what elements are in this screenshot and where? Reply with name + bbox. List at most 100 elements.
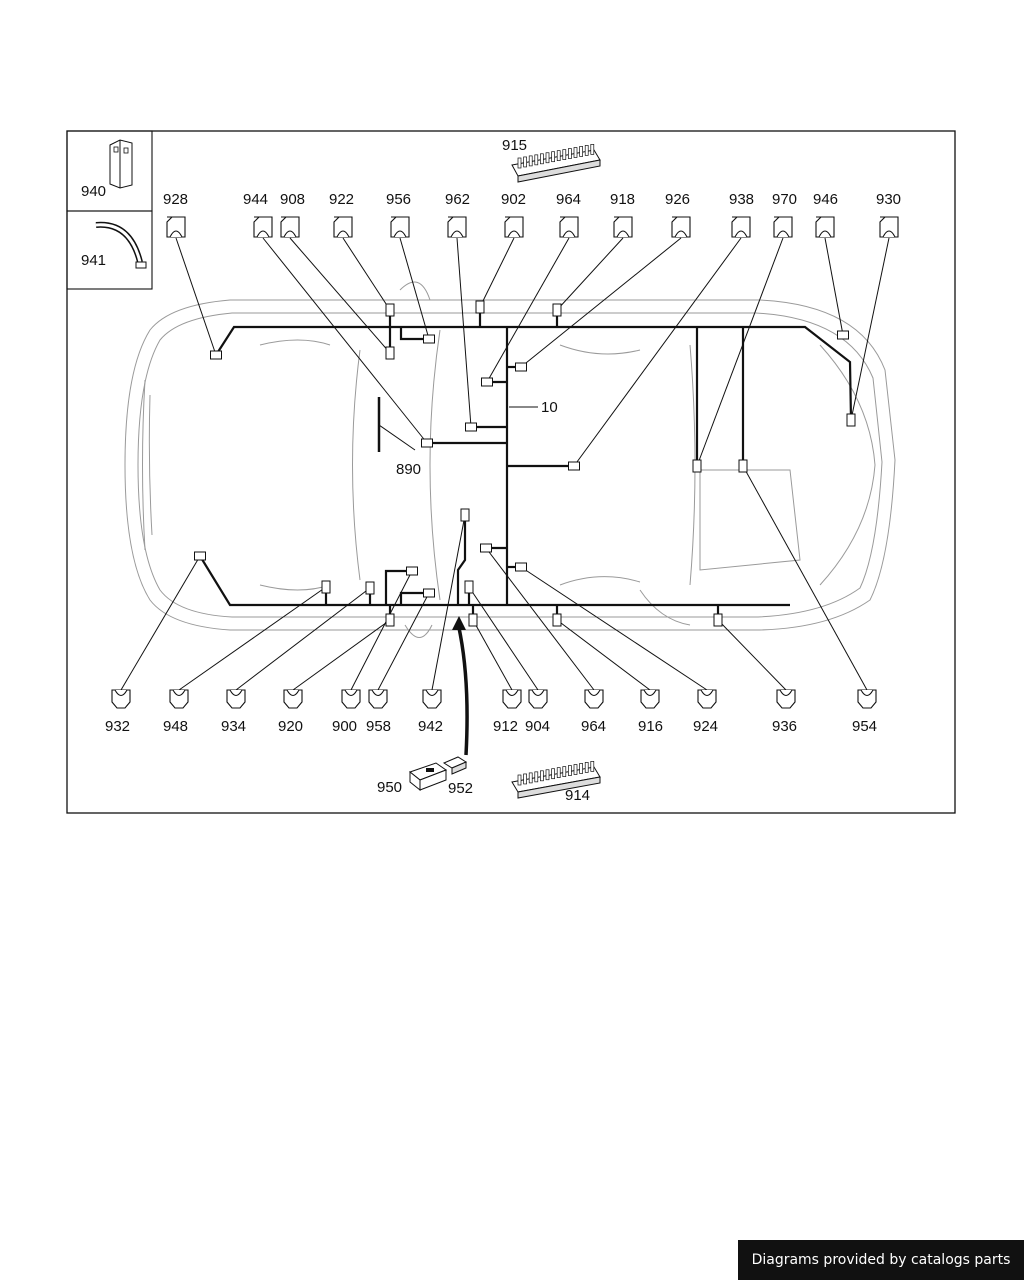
bottom-connector-964-b	[584, 689, 604, 709]
harness-plug-0	[210, 350, 222, 360]
bottom-connector-900	[341, 689, 361, 709]
top-connector-922	[333, 216, 353, 238]
top-connector-928	[166, 216, 186, 238]
harness-plug-5	[552, 303, 562, 317]
harness-plug-6	[515, 362, 527, 372]
bottom-connector-942	[422, 689, 442, 709]
bottom-connector-label-13: 954	[852, 718, 877, 735]
top-connector-970	[773, 216, 793, 238]
top-connector-label-2: 908	[280, 191, 305, 208]
top-connector-label-4: 956	[386, 191, 411, 208]
harness-label-10: 10	[541, 399, 558, 416]
bottom-connector-label-7: 912	[493, 718, 518, 735]
harness-plug-12	[738, 459, 748, 473]
top-connector-label-7: 964	[556, 191, 581, 208]
ground-label-890: 890	[396, 461, 421, 478]
harness-plug-17	[365, 581, 375, 595]
bottom-connector-label-6: 942	[418, 718, 443, 735]
bottom-connector-916	[640, 689, 660, 709]
top-connector-938	[731, 216, 751, 238]
bottom-connector-920	[283, 689, 303, 709]
bottom-connector-912	[502, 689, 522, 709]
harness-plug-22	[464, 580, 474, 594]
top-connector-row: 928 944 908 922 956 962 902 964 918 926 938 970 946 9…	[163, 191, 901, 238]
top-connector-label-8: 918	[610, 191, 635, 208]
harness-plug-8	[465, 422, 477, 432]
top-connector-962	[447, 216, 467, 238]
module-label-952: 952	[448, 780, 473, 797]
harness-plug-13	[837, 330, 849, 340]
harness-plug-27	[713, 613, 723, 627]
harness-plug-3	[423, 334, 435, 344]
harness-plug-25	[515, 562, 527, 572]
bottom-connector-934	[226, 689, 246, 709]
bottom-connector-958	[368, 689, 388, 709]
bottom-connector-label-1: 948	[163, 718, 188, 735]
bottom-connector-label-2: 934	[221, 718, 246, 735]
connector-housing-icon	[109, 139, 133, 189]
connector-strip-915-icon	[511, 144, 601, 183]
bottom-connector-label-8: 904	[525, 718, 550, 735]
leader-lines	[120, 237, 890, 691]
bottom-connector-936	[776, 689, 796, 709]
harness-plug-26	[552, 613, 562, 627]
top-connector-908	[280, 216, 300, 238]
top-connector-902	[504, 216, 524, 238]
strip-label-914: 914	[565, 787, 590, 804]
bottom-connector-954	[857, 689, 877, 709]
top-connector-label-10: 938	[729, 191, 754, 208]
harness-plug-19	[423, 588, 435, 598]
inset-label-941: 941	[81, 252, 106, 269]
bottom-connector-924	[697, 689, 717, 709]
connector-strip-914-icon	[511, 760, 601, 799]
module-label-950: 950	[377, 779, 402, 796]
top-connector-label-9: 926	[665, 191, 690, 208]
harness-plug-14	[846, 413, 856, 427]
diagram-frame	[66, 130, 956, 814]
top-connector-label-3: 922	[329, 191, 354, 208]
top-connector-label-5: 962	[445, 191, 470, 208]
harness-plug-2	[385, 346, 395, 360]
bottom-connector-label-11: 924	[693, 718, 718, 735]
top-connector-label-1: 944	[243, 191, 268, 208]
harness-plug-7	[481, 377, 493, 387]
strip-label-915: 915	[502, 137, 527, 154]
harness-plug-24	[480, 543, 492, 553]
harness-plug-9	[421, 438, 433, 448]
top-connector-label-13: 930	[876, 191, 901, 208]
harness-plug-16	[321, 580, 331, 594]
bottom-connector-label-3: 920	[278, 718, 303, 735]
top-connector-944	[253, 216, 273, 238]
inset-label-940: 940	[81, 183, 106, 200]
top-connector-label-6: 902	[501, 191, 526, 208]
ground-point-890	[377, 397, 416, 452]
top-connector-918	[613, 216, 633, 238]
bottom-connector-label-4: 900	[332, 718, 357, 735]
top-connector-label-11: 970	[772, 191, 797, 208]
bottom-connector-label-0: 932	[105, 718, 130, 735]
harness-plug-21	[460, 508, 470, 522]
bottom-connector-948	[169, 689, 189, 709]
top-connector-956	[390, 216, 410, 238]
bottom-connector-904	[528, 689, 548, 709]
harness-plug-20	[385, 613, 395, 627]
top-connector-label-12: 946	[813, 191, 838, 208]
top-connector-label-0: 928	[163, 191, 188, 208]
bottom-connector-932	[111, 689, 131, 709]
harness-plug-1	[385, 303, 395, 317]
harness-plug-10	[568, 461, 580, 471]
harness-plug-11	[692, 459, 702, 473]
bottom-connector-label-12: 936	[772, 718, 797, 735]
harness-plug-18	[406, 566, 418, 576]
harness-plug-4	[475, 300, 485, 314]
bottom-connector-label-10: 916	[638, 718, 663, 735]
top-connector-946	[815, 216, 835, 238]
top-connector-964-a	[559, 216, 579, 238]
harness-plug-15	[194, 551, 206, 561]
vehicle-outline	[124, 281, 896, 638]
bottom-connector-label-5: 958	[366, 718, 391, 735]
top-connector-930	[879, 216, 899, 238]
wiring-clip-icon	[95, 221, 147, 269]
